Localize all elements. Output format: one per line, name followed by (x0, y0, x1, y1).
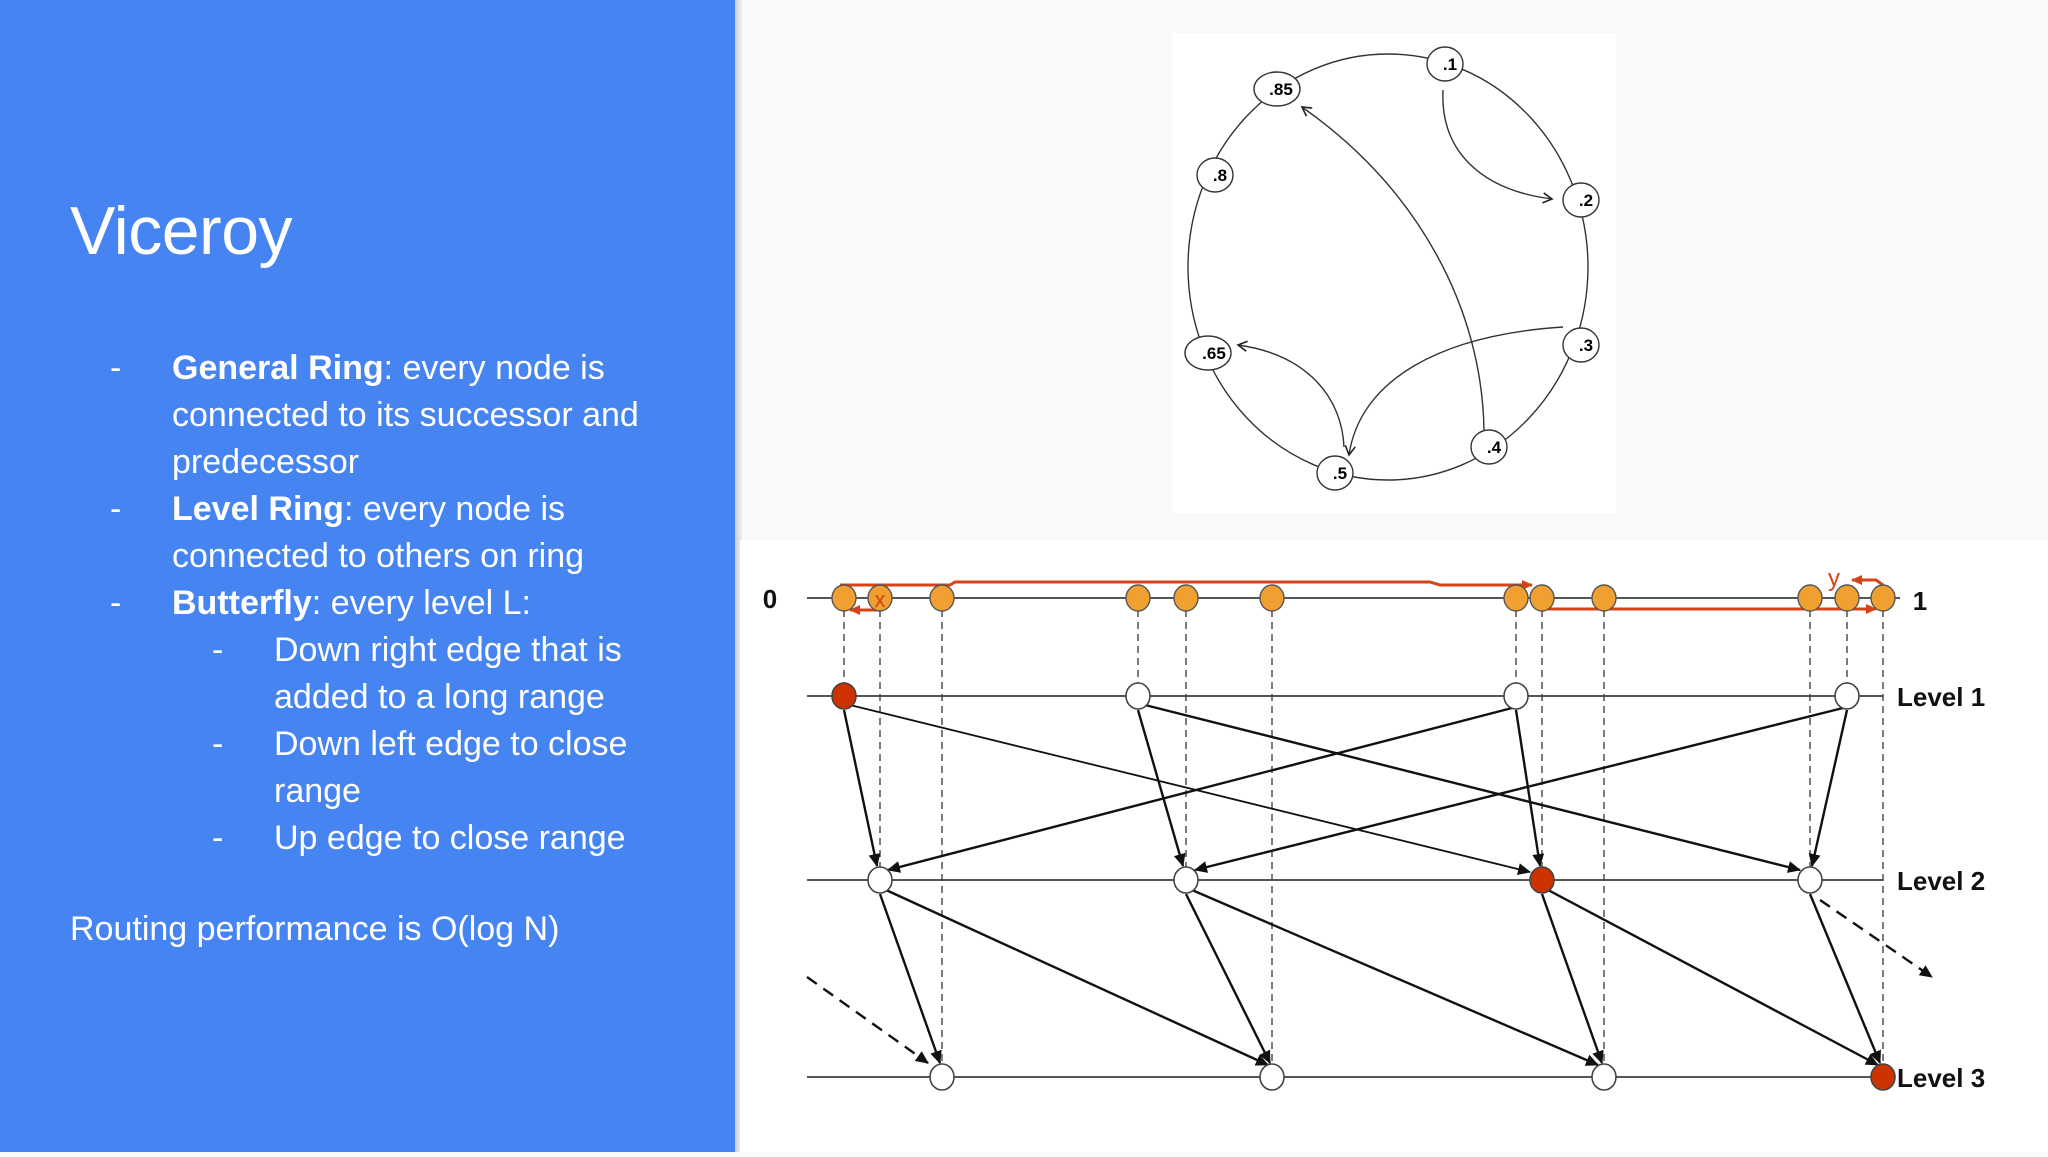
bullet-butterfly: - Butterfly: every level L: (0, 580, 735, 627)
subbullet-down-left: - Down left edge to close range (0, 721, 735, 815)
bullet-marker: - (110, 584, 122, 622)
bullet-desc: : every level L: (311, 584, 532, 622)
bullet-general-ring: - General Ring: every node is connected … (0, 345, 735, 486)
bullet-desc: Up edge to close range (274, 819, 626, 857)
level-1-label: Level 1 (1897, 682, 1985, 712)
level-2-label: Level 2 (1897, 866, 1985, 896)
svg-text:.85: .85 (1269, 80, 1293, 99)
subbullet-down-right: - Down right edge that is added to a lon… (0, 627, 735, 721)
ring-chord-3-5 (1344, 326, 1564, 457)
level-0-nodes (831, 584, 1896, 612)
ring-chord-1-2 (1442, 89, 1554, 204)
axis-start-label: 0 (763, 584, 777, 614)
ring-node: .65 (1184, 335, 1232, 371)
bullet-desc: : every node is connected to others on r… (172, 490, 585, 575)
bullet-desc: : every node is connected to its success… (172, 349, 639, 481)
routing-path (840, 575, 1884, 615)
ring-node: .85 (1253, 71, 1301, 107)
subbullet-up-edge: - Up edge to close range (0, 815, 735, 862)
bullet-marker: - (212, 819, 224, 857)
bullet-marker: - (212, 631, 224, 669)
axis-end-label: 1 (1913, 586, 1927, 616)
ring-edge (1187, 53, 1589, 481)
bullet-marker: - (110, 349, 122, 387)
routing-performance-note: Routing performance is O(log N) (70, 910, 560, 948)
ring-diagram-svg: .1 .2 .3 .4 .5 .65 .8 .85 (1184, 46, 1600, 491)
projection-lines (843, 610, 1884, 1077)
bullet-marker: - (110, 490, 122, 528)
level-1-nodes (831, 682, 1860, 710)
svg-text:.8: .8 (1213, 166, 1227, 185)
ring-chord-4-85 (1300, 106, 1485, 431)
panel-divider (735, 0, 743, 1152)
bullet-marker: - (212, 725, 224, 763)
slide-left-panel: Viceroy - General Ring: every node is co… (0, 0, 735, 1152)
svg-text:.2: .2 (1579, 191, 1593, 210)
slide-title: Viceroy (70, 193, 293, 269)
bullet-level-ring: - Level Ring: every node is connected to… (0, 486, 735, 580)
bullet-desc: Down right edge that is added to a long … (274, 631, 622, 716)
ring-diagram: .1 .2 .3 .4 .5 .65 .8 .85 (1172, 33, 1616, 513)
svg-text:.5: .5 (1333, 464, 1347, 483)
level-3-label: Level 3 (1897, 1063, 1985, 1093)
level-3-nodes (929, 1063, 1896, 1091)
ring-node: .4 (1470, 429, 1508, 465)
butterfly-diagram-svg: x y 0 1 Level 1 Level 2 Level 3 (763, 565, 1985, 1093)
ring-node: .5 (1316, 455, 1354, 491)
bullet-desc: Down left edge to close range (274, 725, 628, 810)
bullet-term: General Ring (172, 349, 384, 387)
marker-x: x (875, 587, 886, 612)
ring-node: .1 (1426, 46, 1464, 82)
bullet-list: - General Ring: every node is connected … (0, 345, 735, 862)
dashed-continuation-arrows (806, 899, 1933, 1064)
bullet-term: Level Ring (172, 490, 344, 528)
ring-node: .8 (1196, 157, 1234, 193)
butterfly-edges-l2-l3 (878, 888, 1882, 1067)
level-2-nodes (867, 866, 1823, 894)
svg-text:.65: .65 (1202, 344, 1226, 363)
bullet-term: Butterfly (172, 584, 312, 622)
ring-node: .3 (1562, 327, 1600, 363)
butterfly-edges-l1-l2 (842, 703, 1849, 875)
ring-chord-5-65 (1236, 340, 1345, 448)
svg-text:.3: .3 (1579, 336, 1593, 355)
marker-y: y (1828, 565, 1840, 592)
ring-node: .2 (1562, 182, 1600, 218)
svg-text:.1: .1 (1443, 55, 1457, 74)
svg-text:.4: .4 (1487, 438, 1502, 457)
butterfly-diagram: x y 0 1 Level 1 Level 2 Level 3 (740, 540, 2048, 1152)
